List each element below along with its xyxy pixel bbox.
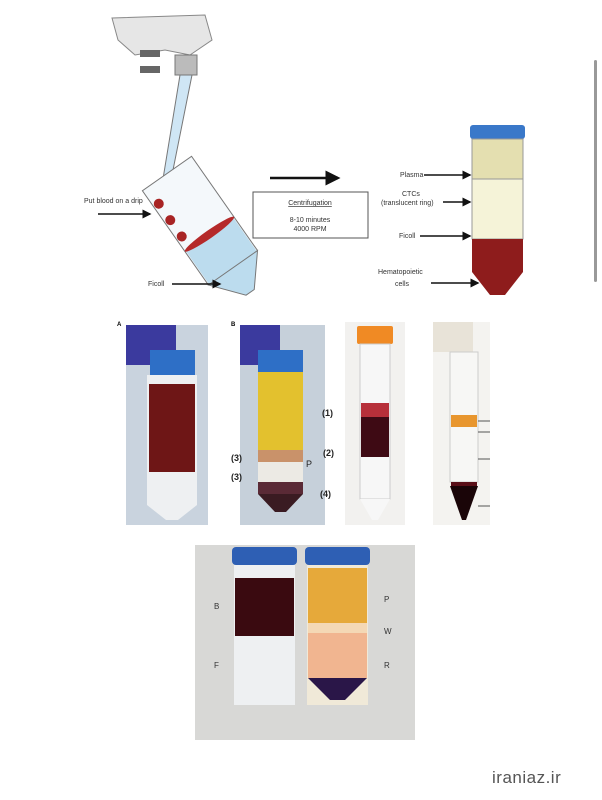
centrifugation-title: Centrifugation: [288, 200, 332, 207]
label-ctcs: CTCs: [402, 191, 420, 198]
label-put-blood: Put blood on a drip: [84, 198, 143, 205]
centrifugation-box: [252, 191, 369, 239]
photo-a: [126, 325, 208, 525]
label-ficoll-left: Ficoll: [148, 281, 165, 288]
label-plasma: Plasma: [400, 172, 423, 179]
bottom-label-f: F: [214, 661, 219, 670]
panel-a-label: A: [117, 322, 122, 328]
b-label-4: (4): [320, 489, 331, 499]
label-cells: cells: [395, 281, 410, 288]
b-label-2: (2): [323, 448, 334, 458]
label-hematopoietic: Hematopoietic: [378, 269, 423, 276]
b-label-p: P: [306, 459, 312, 469]
separated-tube-illustration: [470, 125, 525, 295]
scrollbar[interactable]: [594, 60, 597, 282]
watermark: iraniaz.ir: [492, 768, 562, 787]
pipette-illustration: [111, 14, 213, 186]
panel-b-label: B: [231, 322, 236, 328]
bottom-label-b: B: [214, 602, 219, 611]
tilted-tube-illustration: [141, 155, 259, 296]
photo-graded-tube: [433, 322, 490, 525]
b-label-3a: (3): [231, 453, 242, 463]
centrifugation-time: 8-10 minutes: [290, 217, 331, 224]
bottom-label-w: W: [384, 627, 392, 636]
b-label-3b: (3): [231, 472, 242, 482]
bottom-label-r: R: [384, 661, 390, 670]
photo-b: [240, 325, 325, 525]
photo-two-tubes: [195, 545, 415, 740]
photo-orange-cap-tube: [345, 322, 405, 525]
label-ctcs-note: (translucent ring): [381, 200, 434, 207]
centrifugation-speed: 4000 RPM: [293, 226, 326, 233]
bottom-label-p: P: [384, 595, 389, 604]
label-ficoll-right: Ficoll: [399, 233, 416, 240]
b-label-1: (1): [322, 408, 333, 418]
